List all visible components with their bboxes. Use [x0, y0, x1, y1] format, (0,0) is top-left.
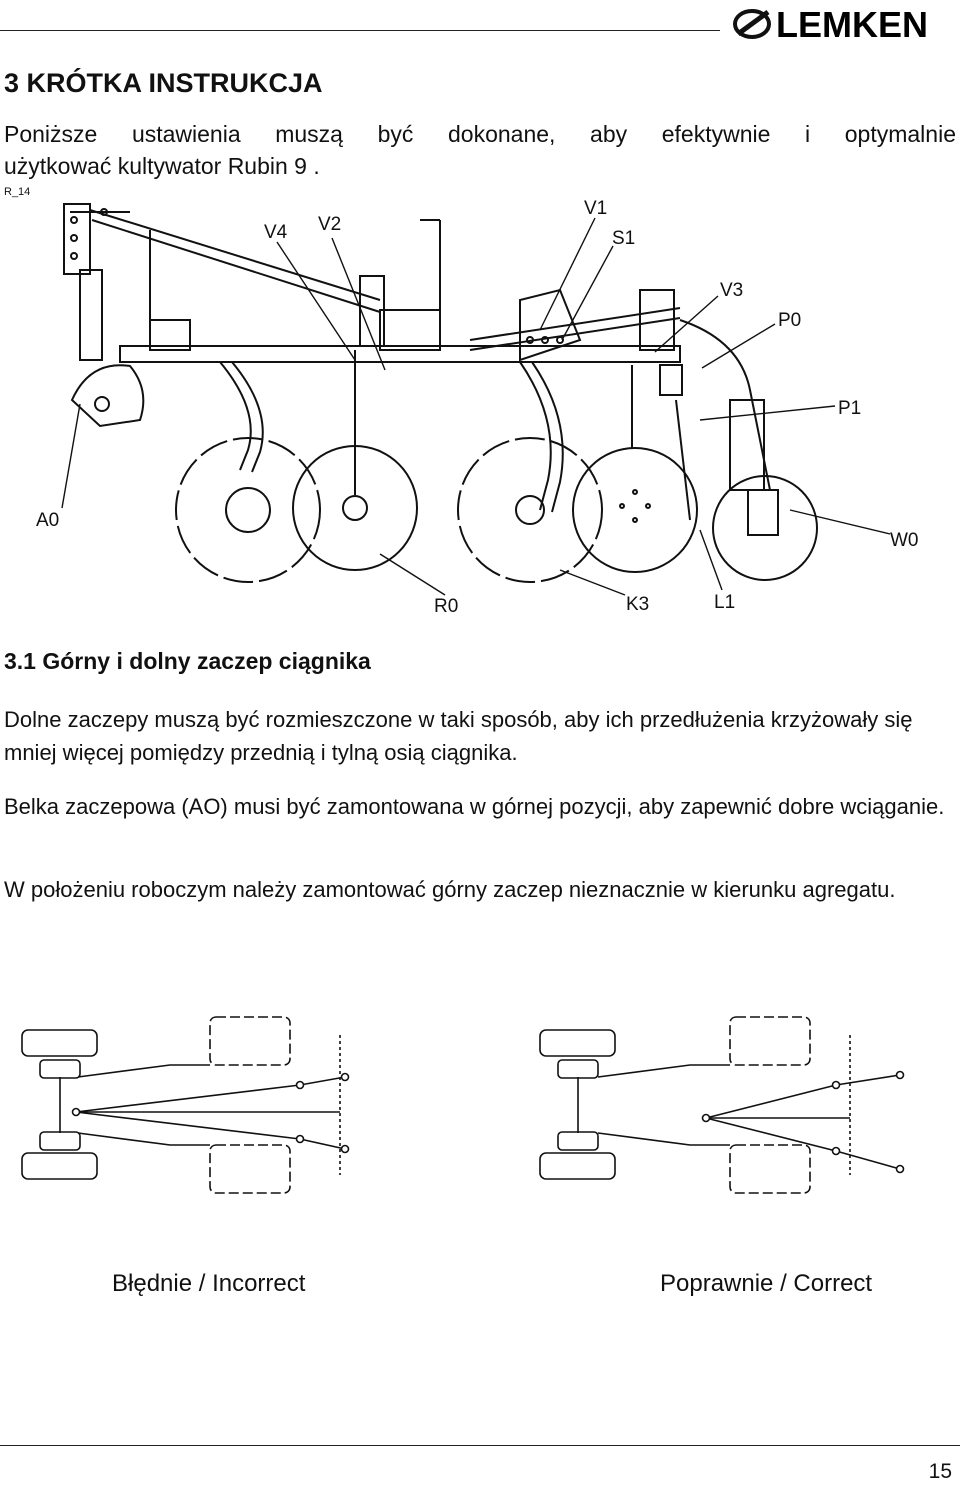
label-k3: K3	[626, 594, 649, 615]
label-l1: L1	[714, 592, 735, 613]
label-v4: V4	[264, 222, 288, 243]
notched-disc-front	[175, 437, 321, 583]
figure-reference: R_14	[4, 186, 31, 198]
paragraph-top-link: W położeniu roboczym należy zamontować g…	[4, 877, 896, 902]
caption-correct: Poprawnie / Correct	[660, 1270, 873, 1297]
shank-front-back-edge	[231, 361, 264, 473]
label-v1: V1	[584, 198, 607, 219]
shank-middle	[519, 361, 552, 511]
lemken-logo-mark: LEMKEN	[733, 4, 928, 45]
disc-hub-middle	[515, 495, 545, 525]
caption-incorrect: Błędnie / Incorrect	[112, 1270, 306, 1297]
brand-name: LEMKEN	[776, 4, 928, 44]
intro-line-2: użytkować kultywator Rubin 9 .	[4, 153, 320, 179]
plain-disc-rear	[572, 447, 698, 573]
label-s1: S1	[612, 228, 635, 249]
lemken-logo: LEMKEN	[732, 4, 952, 45]
intro-line-1: Poniższe ustawienia muszą być dokonane, …	[4, 121, 956, 147]
label-v2: V2	[318, 214, 341, 235]
rear-roller-assembly	[659, 319, 818, 581]
main-frame	[119, 219, 681, 363]
hitch-tower	[63, 203, 381, 361]
tractor-correct	[539, 1016, 905, 1194]
page-number: 15	[928, 1460, 952, 1483]
label-w0: W0	[890, 530, 919, 551]
subsection-title: 3.1 Górny i dolny zaczep ciągnika	[4, 648, 371, 674]
tractor-hitch-figures	[21, 1016, 905, 1194]
label-a0: A0	[36, 510, 59, 531]
notched-disc-middle	[457, 437, 603, 583]
label-p1: P1	[838, 398, 861, 419]
section-title: 3 KRÓTKA INSTRUKCJA	[4, 68, 323, 98]
hitch-beam-a0	[70, 364, 145, 428]
leader-lines	[61, 217, 891, 596]
footer-rule	[0, 1445, 960, 1446]
label-p0: P0	[778, 310, 801, 331]
label-r0: R0	[434, 596, 458, 617]
disc-hub-plain-front	[342, 495, 368, 521]
shank-middle-back-edge	[531, 361, 564, 513]
header-rule	[0, 30, 720, 31]
shank-front	[219, 361, 252, 471]
intro-paragraph: Poniższe ustawienia muszą być dokonane, …	[4, 118, 956, 182]
disc-hub-front	[225, 487, 271, 533]
paragraph-hitch-beam: Belka zaczepowa (AO) musi być zamontowan…	[4, 794, 945, 819]
cultivator-diagram: V4 V2 V1 S1 V3 P0 P1 A0 W0 R0 K3 L1	[36, 198, 919, 617]
tractor-incorrect	[21, 1016, 350, 1194]
label-v3: V3	[720, 280, 743, 301]
paragraph-lower-links: Dolne zaczepy muszą być rozmieszczone w …	[4, 707, 913, 765]
